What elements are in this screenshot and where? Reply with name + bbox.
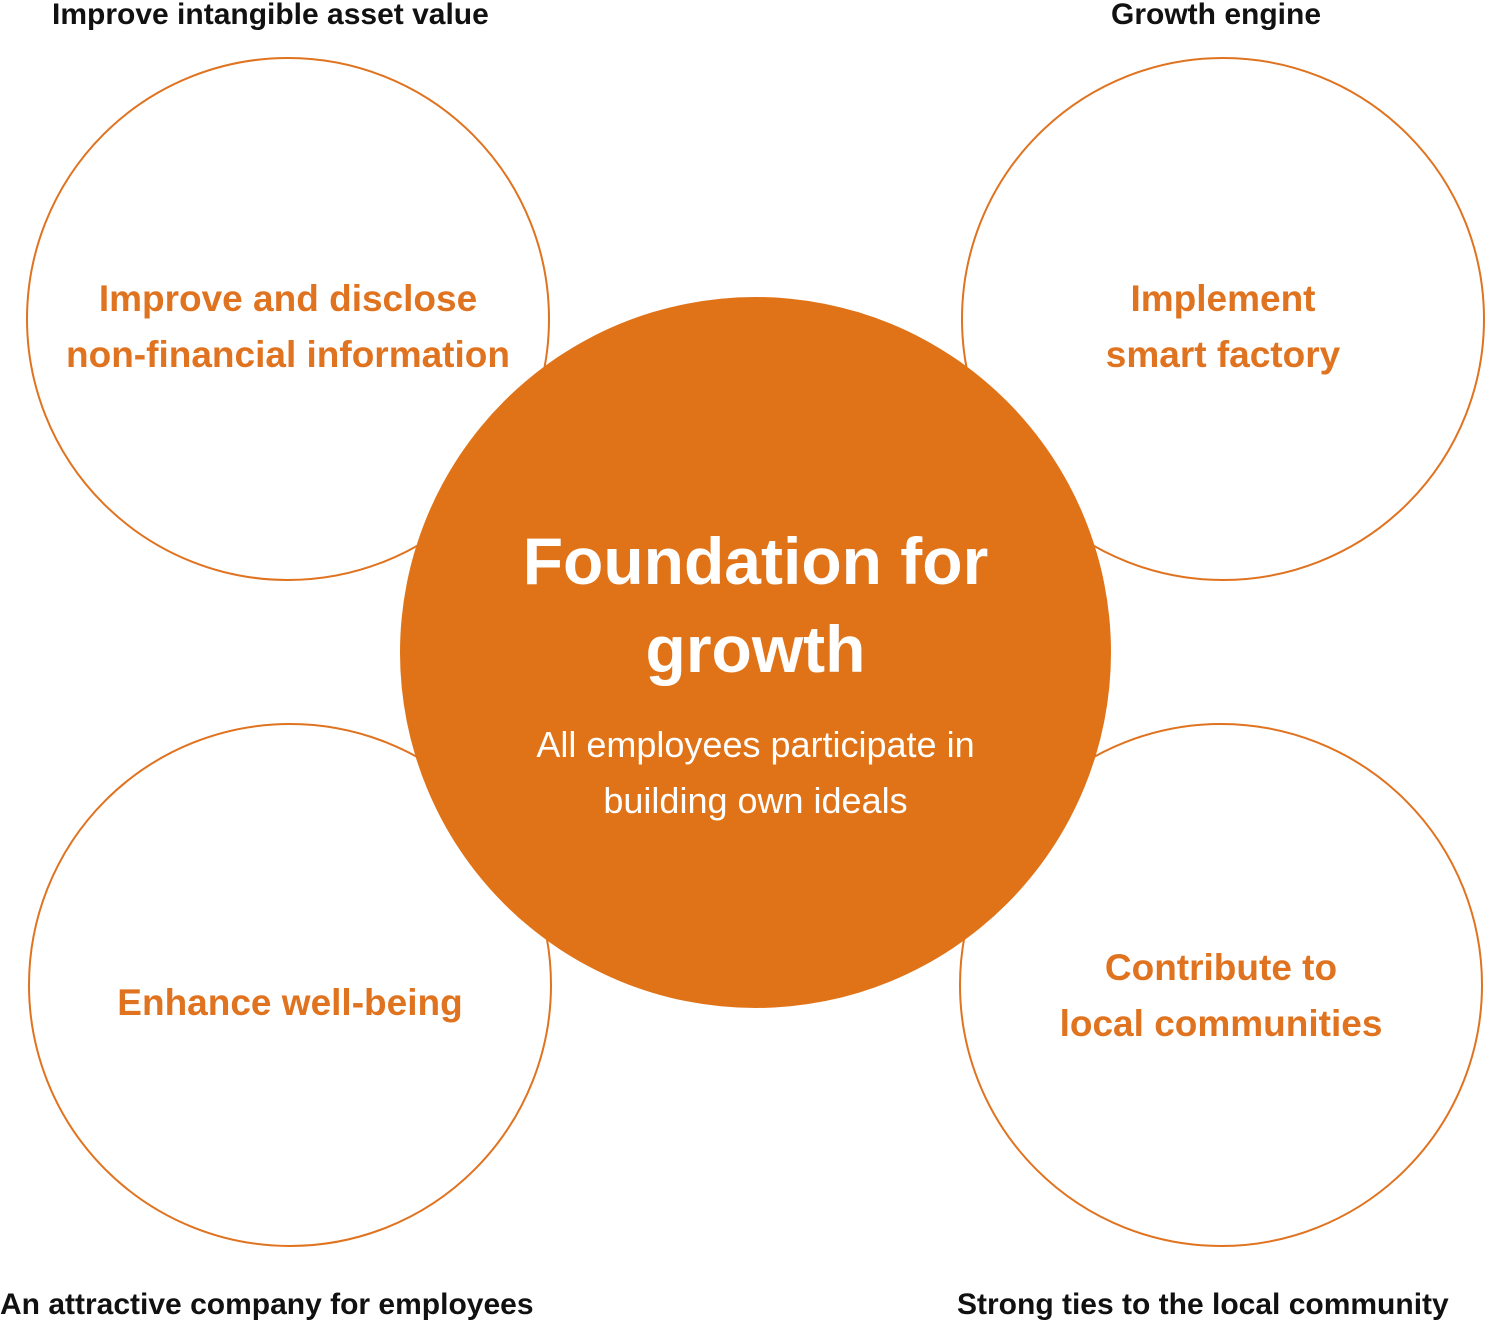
circle-line: non-financial information (66, 334, 510, 375)
circle-line: Contribute to (1104, 947, 1338, 988)
circle-text-well-being: Enhance well-being (30, 975, 550, 1031)
label-attractive-company: An attractive company for employees (0, 1288, 534, 1321)
label-intangible-asset-value: Improve intangible asset value (52, 0, 489, 31)
circle-line: smart factory (1105, 334, 1341, 375)
circle-text-smart-factory: Implement smart factory (963, 271, 1483, 383)
circle-text-non-financial-information: Improve and disclose non-financial infor… (28, 271, 548, 383)
center-subtitle: All employees participate in building ow… (400, 717, 1111, 829)
circle-line: Enhance well-being (117, 982, 463, 1023)
center-circle-foundation: Foundation for growth All employees part… (400, 297, 1111, 1008)
circle-text-local-communities: Contribute to local communities (961, 940, 1481, 1052)
circle-line: local communities (1059, 1003, 1383, 1044)
label-growth-engine: Growth engine (1111, 0, 1321, 31)
center-title-line: Foundation for (522, 524, 989, 598)
circle-non-financial-information: Improve and disclose non-financial infor… (26, 57, 550, 581)
circle-line: Implement (1130, 278, 1316, 319)
center-subtitle-line: building own ideals (603, 780, 908, 821)
circle-line: Improve and disclose (98, 278, 478, 319)
center-title: Foundation for growth (400, 517, 1111, 693)
center-title-line: growth (645, 612, 866, 686)
center-subtitle-line: All employees participate in (536, 724, 975, 765)
label-local-community-ties: Strong ties to the local community (957, 1288, 1449, 1321)
